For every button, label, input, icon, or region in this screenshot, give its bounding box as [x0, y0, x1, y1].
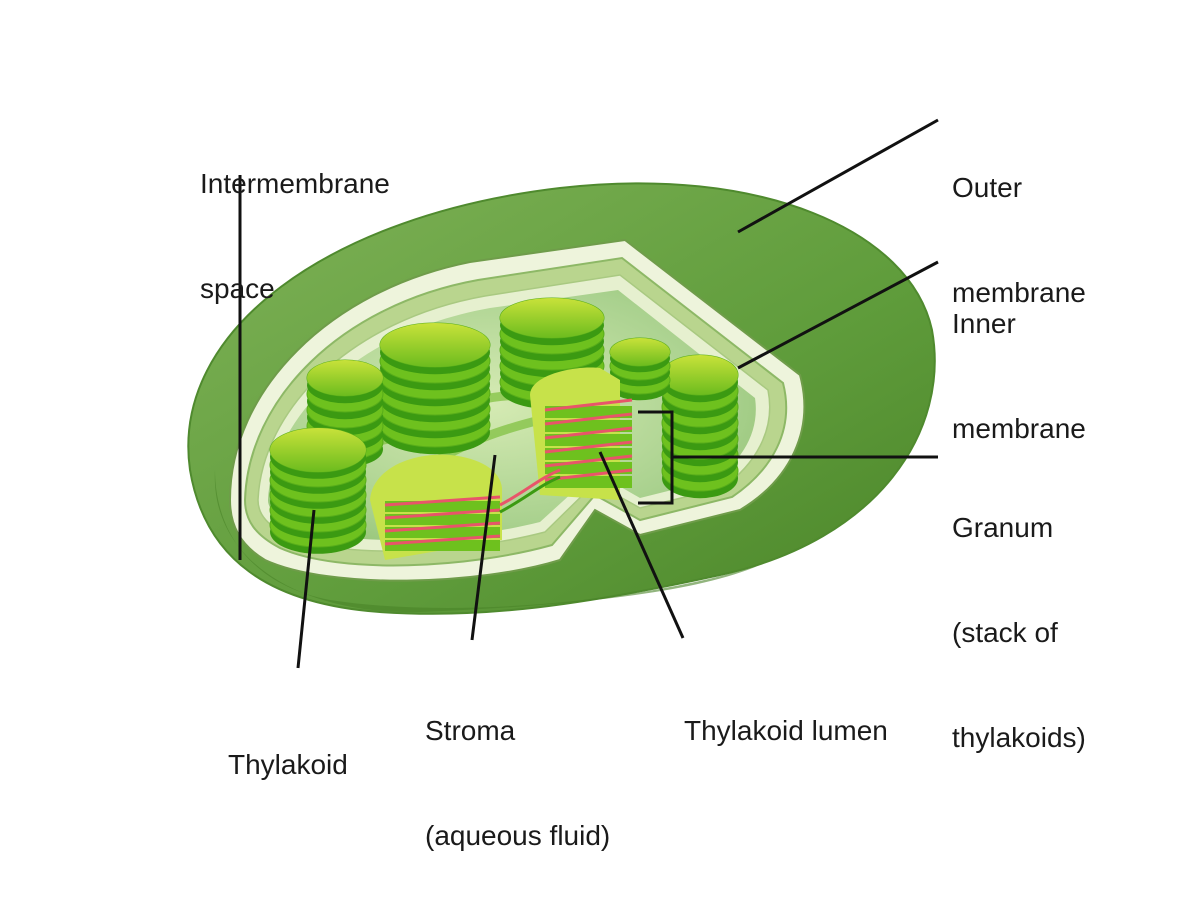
chloroplast-diagram: Intermembrane space Outer membrane Inner… [187, 118, 1086, 851]
thylakoid-lumen-line [544, 426, 633, 440]
thylakoid-lumen-line [544, 454, 633, 468]
label-inner-membrane: Inner membrane [952, 308, 1086, 444]
thylakoid-lumen-line [384, 508, 501, 520]
leader-outer [737, 118, 939, 234]
thylakoid-lumen-line [544, 398, 633, 412]
thylakoid-layer [385, 514, 500, 525]
label-thylakoid-lumen: Thylakoid lumen [684, 715, 888, 746]
granum-stack [269, 427, 367, 554]
thylakoid-top [380, 323, 490, 367]
leader-thylakoid [296, 509, 316, 669]
leader-inner [737, 260, 939, 370]
thylakoid-lumen-line [544, 440, 633, 454]
granum-stack [661, 354, 739, 499]
leader-stroma [470, 454, 497, 641]
label-stroma: Stroma (aqueous fluid) [425, 715, 611, 851]
thylakoid-top [500, 298, 604, 338]
thylakoid-top [610, 338, 670, 366]
label-granum: Granum (stack of thylakoids) [952, 512, 1086, 753]
label-intermembrane-space: Intermembrane space [200, 168, 390, 304]
thylakoid-lumen-line [544, 412, 633, 426]
thylakoid-top [307, 360, 383, 396]
thylakoid-layer [385, 527, 500, 538]
chloroplast-illustration [187, 118, 939, 669]
cut-granum [370, 367, 633, 560]
thylakoid-lumen-line [384, 521, 501, 533]
thylakoid-lumen-line [384, 495, 501, 507]
thylakoid-lumen-line [384, 534, 501, 546]
granum-stack [379, 322, 491, 455]
label-thylakoid: Thylakoid [228, 749, 348, 780]
label-outer-membrane: Outer membrane [952, 172, 1086, 308]
leader-lumen [598, 451, 685, 639]
leader-lines [238, 118, 939, 669]
granum-stack [609, 337, 671, 401]
thylakoid-layer [385, 501, 500, 512]
thylakoid-top [662, 355, 738, 395]
thylakoid-layer [385, 540, 500, 551]
thylakoid-top [270, 428, 366, 472]
grana-stacks [269, 297, 739, 554]
